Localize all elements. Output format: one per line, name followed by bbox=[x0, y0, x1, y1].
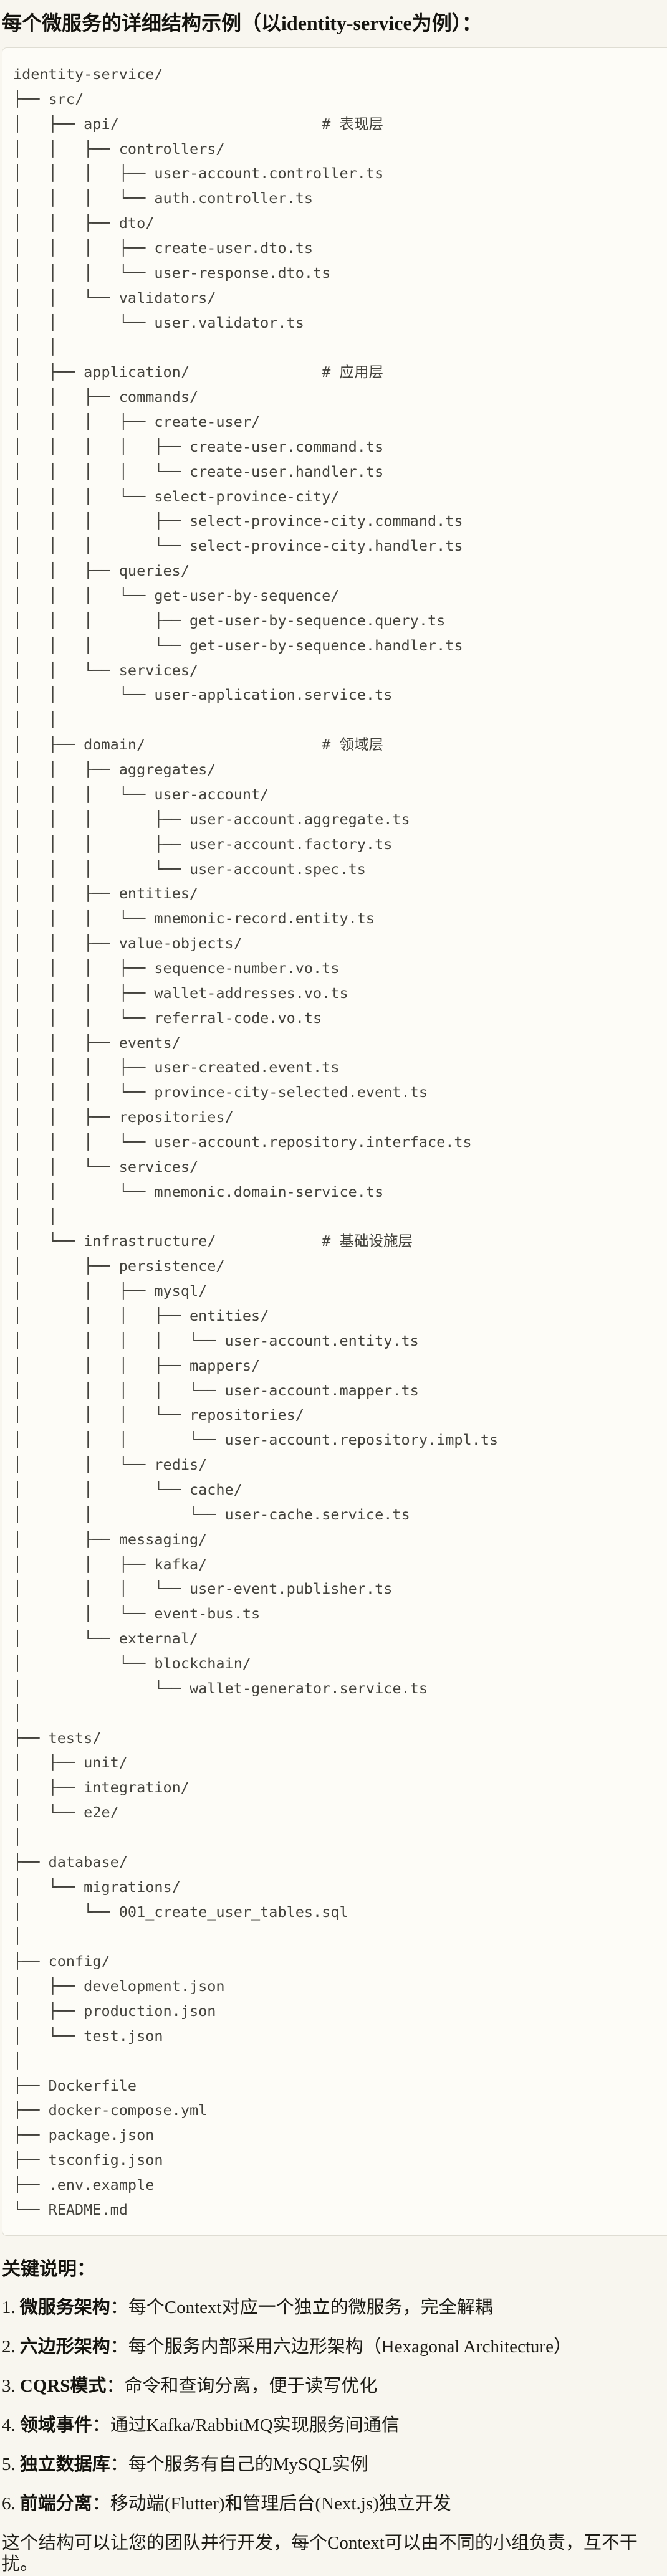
note-number: 5. bbox=[2, 2454, 16, 2474]
notes-heading: 关键说明： bbox=[2, 2258, 95, 2279]
directory-tree-code-block: identity-service/ ├── src/ │ ├── api/ # … bbox=[2, 47, 667, 2236]
note-item-1: 1.微服务架构：每个Context对应一个独立的微服务，完全解耦 bbox=[2, 2297, 667, 2318]
note-label: 独立数据库 bbox=[19, 2454, 110, 2474]
note-number: 2. bbox=[2, 2336, 16, 2357]
note-label: 六边形架构 bbox=[19, 2336, 110, 2357]
note-text: ：通过Kafka/RabbitMQ实现服务间通信 bbox=[92, 2415, 400, 2435]
note-item-5: 5.独立数据库：每个服务有自己的MySQL实例 bbox=[2, 2454, 667, 2475]
note-text: ：每个服务内部采用六边形架构（Hexagonal Architecture） bbox=[110, 2336, 572, 2357]
note-text: ：移动端(Flutter)和管理后台(Next.js)独立开发 bbox=[92, 2493, 451, 2514]
note-label: 微服务架构 bbox=[19, 2297, 110, 2317]
note-item-3: 3.CQRS模式：命令和查询分离，便于读写优化 bbox=[2, 2375, 667, 2397]
note-text: ：每个Context对应一个独立的微服务，完全解耦 bbox=[110, 2297, 493, 2317]
note-item-2: 2.六边形架构：每个服务内部采用六边形架构（Hexagonal Architec… bbox=[2, 2336, 667, 2357]
note-number: 3. bbox=[2, 2375, 16, 2396]
closing-paragraph: 这个结构可以让您的团队并行开发，每个Context可以由不同的小组负责，互不干扰… bbox=[2, 2532, 638, 2574]
note-item-4: 4.领域事件：通过Kafka/RabbitMQ实现服务间通信 bbox=[2, 2415, 667, 2436]
page-title: 每个微服务的详细结构示例（以identity-service为例）： bbox=[2, 12, 482, 34]
note-text: ：每个服务有自己的MySQL实例 bbox=[110, 2454, 368, 2474]
note-label: CQRS模式 bbox=[19, 2375, 107, 2396]
note-number: 4. bbox=[2, 2415, 16, 2435]
note-text: ：命令和查询分离，便于读写优化 bbox=[106, 2375, 378, 2396]
note-number: 6. bbox=[2, 2493, 16, 2514]
notes-list: 1.微服务架构：每个Context对应一个独立的微服务，完全解耦 2.六边形架构… bbox=[2, 2297, 667, 2514]
document: 每个微服务的详细结构示例（以identity-service为例）： ident… bbox=[0, 11, 667, 2575]
note-label: 前端分离 bbox=[19, 2493, 92, 2514]
note-number: 1. bbox=[2, 2297, 16, 2317]
note-label: 领域事件 bbox=[19, 2415, 92, 2435]
note-item-6: 6.前端分离：移动端(Flutter)和管理后台(Next.js)独立开发 bbox=[2, 2493, 667, 2514]
